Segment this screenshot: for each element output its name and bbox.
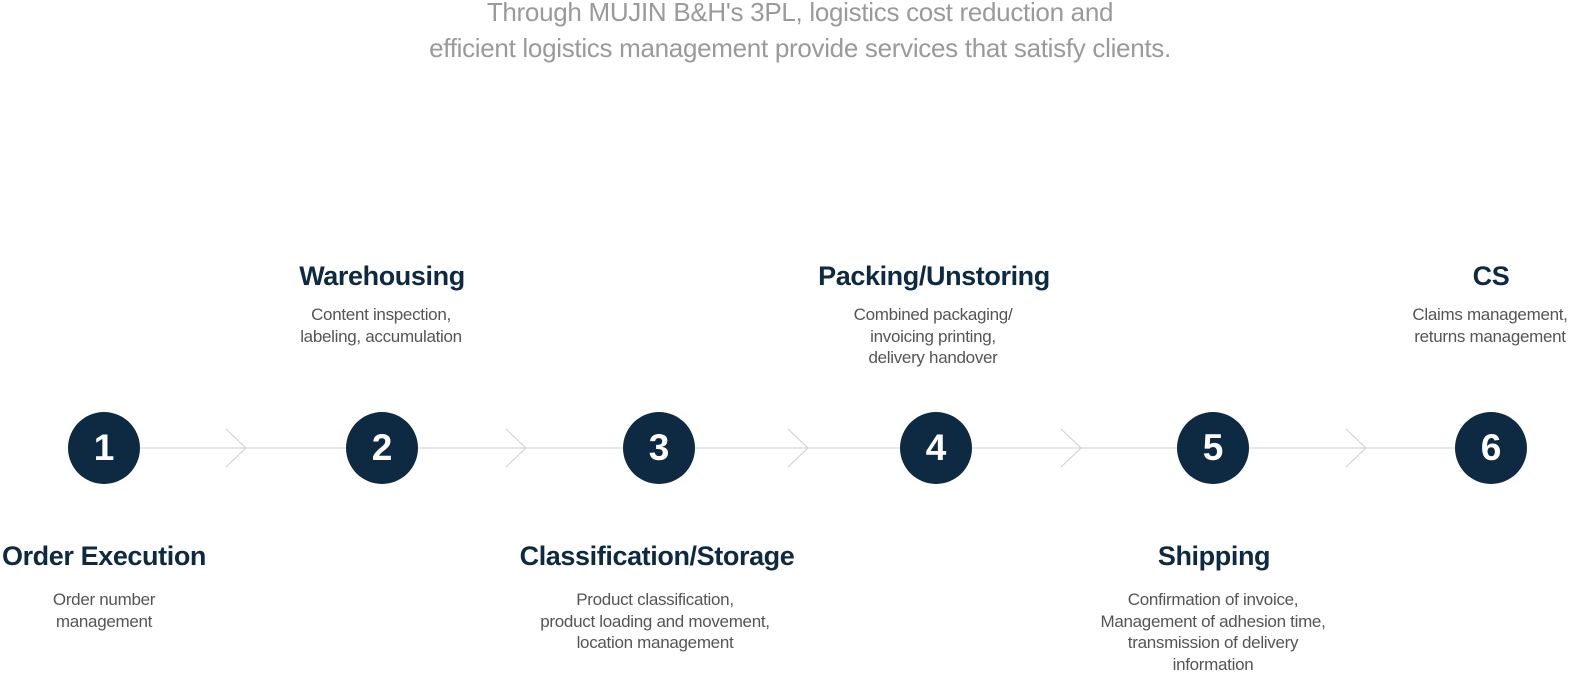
step-number-badge: 5: [1177, 412, 1249, 484]
step-number-badge: 4: [900, 412, 972, 484]
chevron-right-icon: [1345, 428, 1367, 468]
step-description: Combined packaging/ invoicing printing, …: [853, 305, 1013, 367]
step-title: Packing/Unstoring: [818, 261, 1050, 291]
step-description: Product classification, product loading …: [540, 590, 770, 652]
intro-line-2: efficient logistics management provide s…: [429, 33, 1171, 63]
step-description: Order number management: [52, 590, 156, 631]
step-description: Claims management, returns management: [1412, 305, 1568, 346]
step-title: Warehousing: [299, 261, 465, 291]
step-title: Order Execution: [1, 541, 207, 571]
step-title: Shipping: [1157, 541, 1271, 571]
step-description: Content inspection, labeling, accumulati…: [300, 305, 462, 346]
chevron-right-icon: [1060, 428, 1082, 468]
step-number-badge: 1: [68, 412, 140, 484]
chevron-right-icon: [787, 428, 809, 468]
step-title: CS: [1472, 261, 1510, 291]
step-number-badge: 3: [623, 412, 695, 484]
step-title: Classification/Storage: [519, 541, 795, 571]
step-number-badge: 2: [346, 412, 418, 484]
step-number-badge: 6: [1455, 412, 1527, 484]
step-description: Confirmation of invoice, Management of a…: [1100, 590, 1326, 674]
chevron-right-icon: [505, 428, 527, 468]
chevron-right-icon: [225, 428, 247, 468]
intro-line-1: Through MUJIN B&H's 3PL, logistics cost …: [486, 0, 1114, 27]
